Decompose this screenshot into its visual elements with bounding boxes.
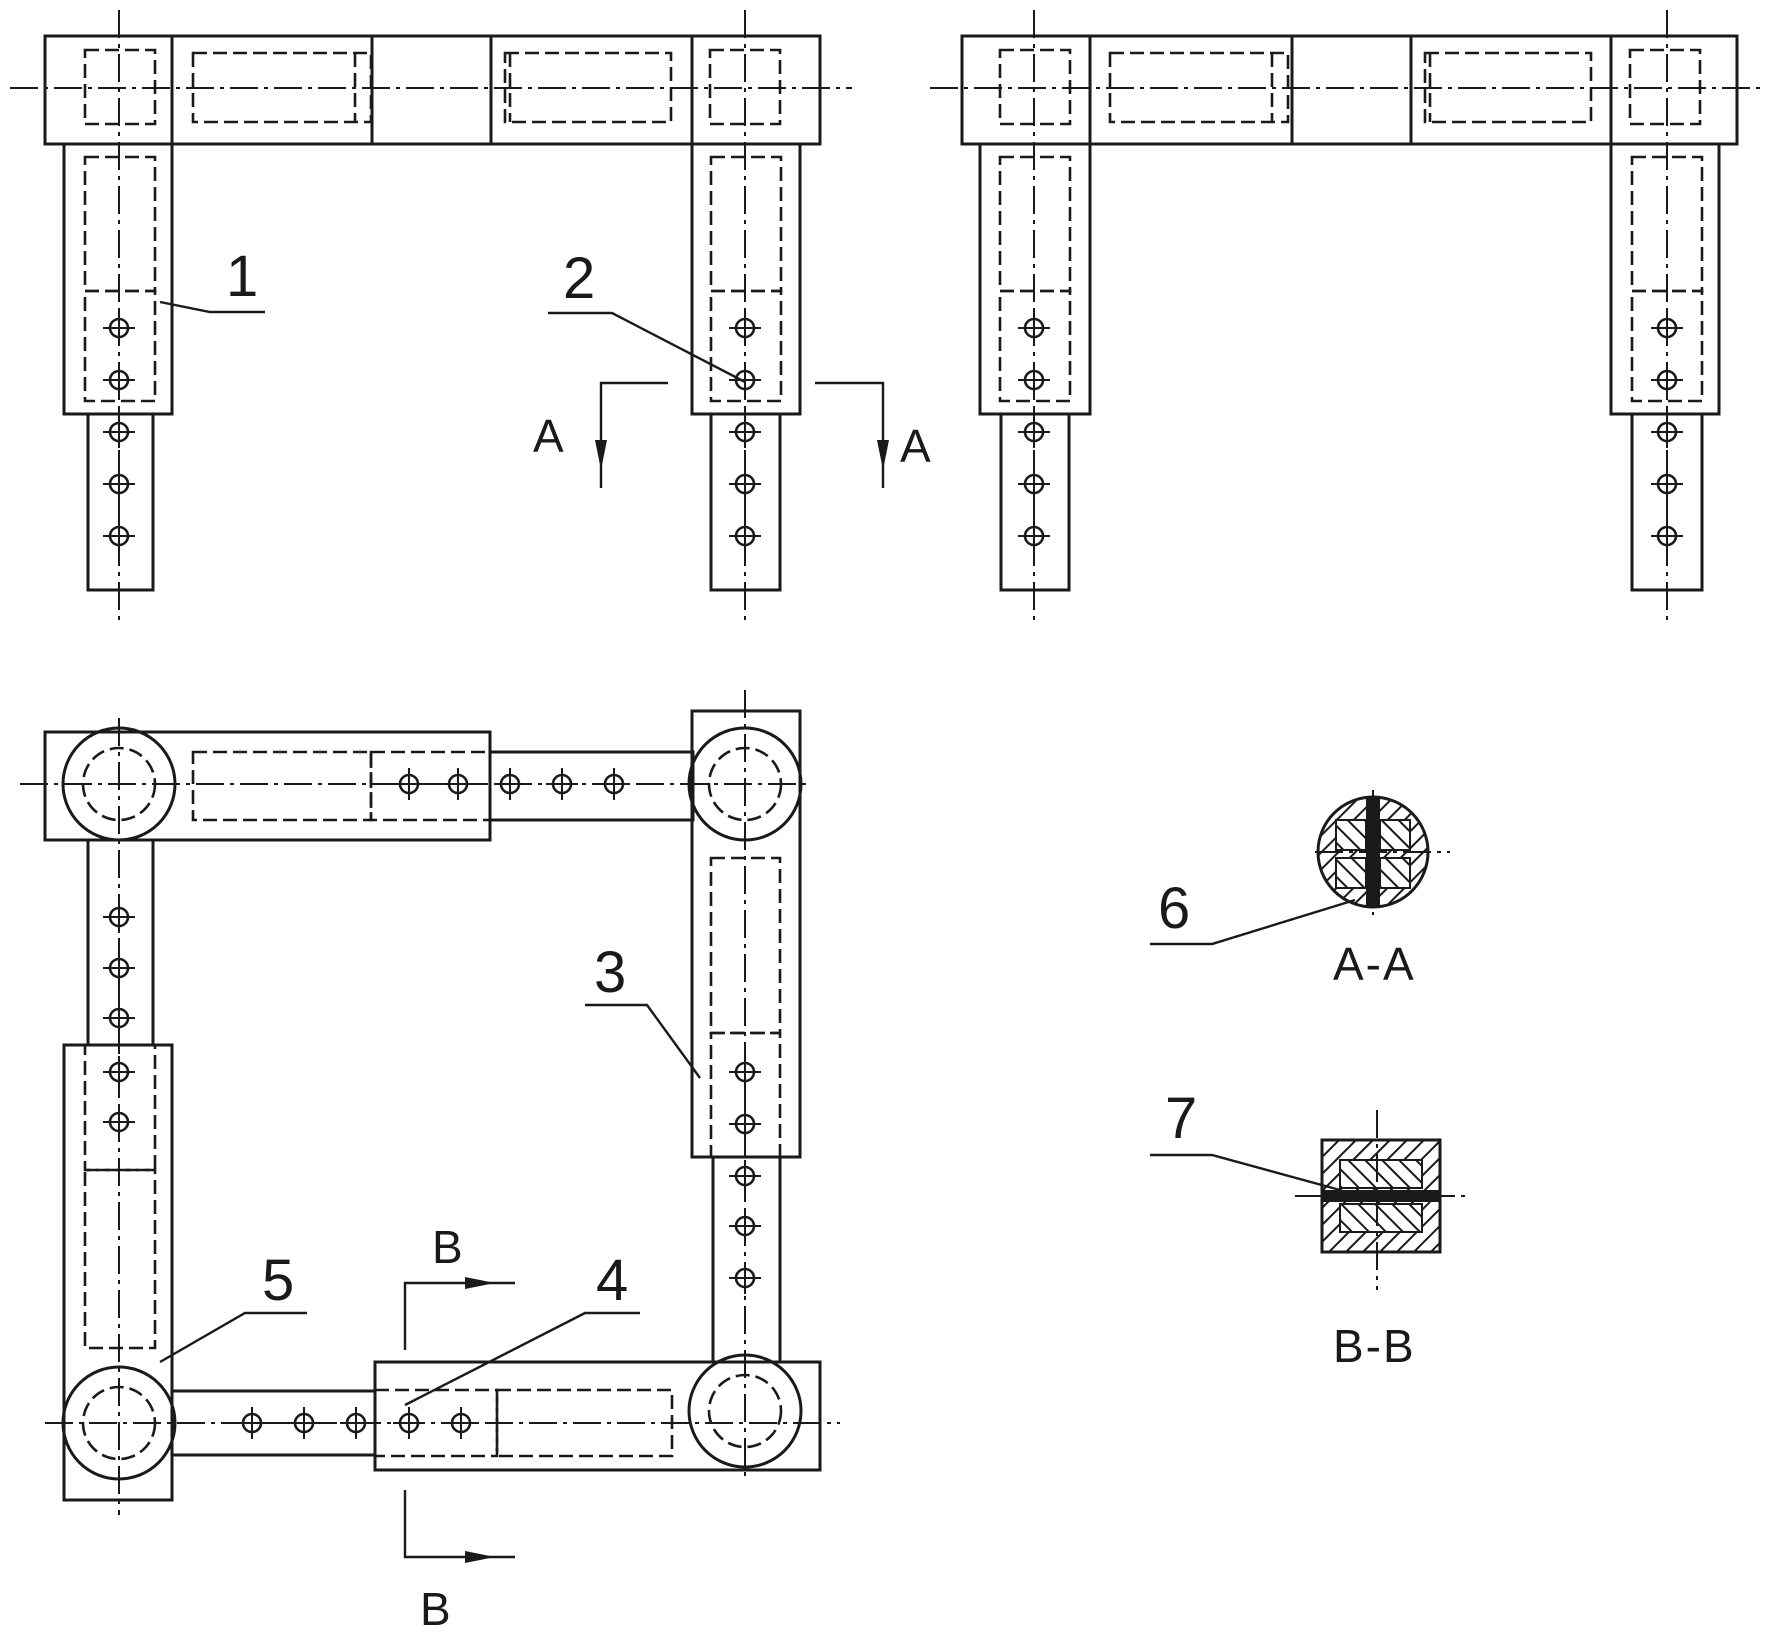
section-a-a: 6 A-A bbox=[1150, 790, 1450, 990]
leader-6 bbox=[1150, 898, 1356, 946]
leader-4 bbox=[404, 1311, 640, 1407]
section-mark-a-right: A bbox=[900, 420, 933, 472]
leader-3 bbox=[585, 1003, 701, 1079]
leader-7 bbox=[1150, 1153, 1341, 1192]
front-view-right bbox=[930, 10, 1765, 620]
callout-7: 7 bbox=[1165, 1086, 1197, 1151]
section-mark-b-top: B bbox=[432, 1221, 465, 1273]
bottom-arm-sleeve bbox=[373, 1360, 822, 1472]
section-b-b: 7 B-B bbox=[1150, 1086, 1468, 1372]
top-beam bbox=[43, 34, 822, 146]
section-line-a-right bbox=[815, 381, 885, 488]
left-arm-tube bbox=[86, 838, 155, 1047]
section-line-b-bottom bbox=[403, 1490, 515, 1559]
callout-5: 5 bbox=[262, 1248, 294, 1313]
callout-1: 1 bbox=[226, 244, 258, 309]
callout-4: 4 bbox=[596, 1248, 628, 1313]
section-line-b-top bbox=[403, 1281, 515, 1350]
leader-1 bbox=[159, 300, 265, 314]
leader-5 bbox=[159, 1311, 307, 1364]
top-arm-tube bbox=[488, 750, 695, 822]
leader-2 bbox=[548, 311, 746, 384]
plan-view: 3 4 5 B B bbox=[20, 690, 840, 1634]
section-mark-b-bottom: B bbox=[420, 1583, 453, 1634]
callout-6: 6 bbox=[1158, 876, 1190, 941]
callout-3: 3 bbox=[594, 940, 626, 1005]
callout-2: 2 bbox=[563, 246, 595, 311]
section-mark-a-left: A bbox=[533, 410, 566, 462]
top-beam-2 bbox=[960, 34, 1739, 146]
section-line-a-left bbox=[599, 381, 668, 488]
left-leg-tube bbox=[86, 412, 155, 592]
front-view-left: 1 2 A A bbox=[10, 10, 933, 620]
section-title-b-b: B-B bbox=[1333, 1320, 1416, 1372]
right-arm-tube bbox=[711, 1155, 782, 1364]
section-title-a-a: A-A bbox=[1333, 938, 1416, 990]
